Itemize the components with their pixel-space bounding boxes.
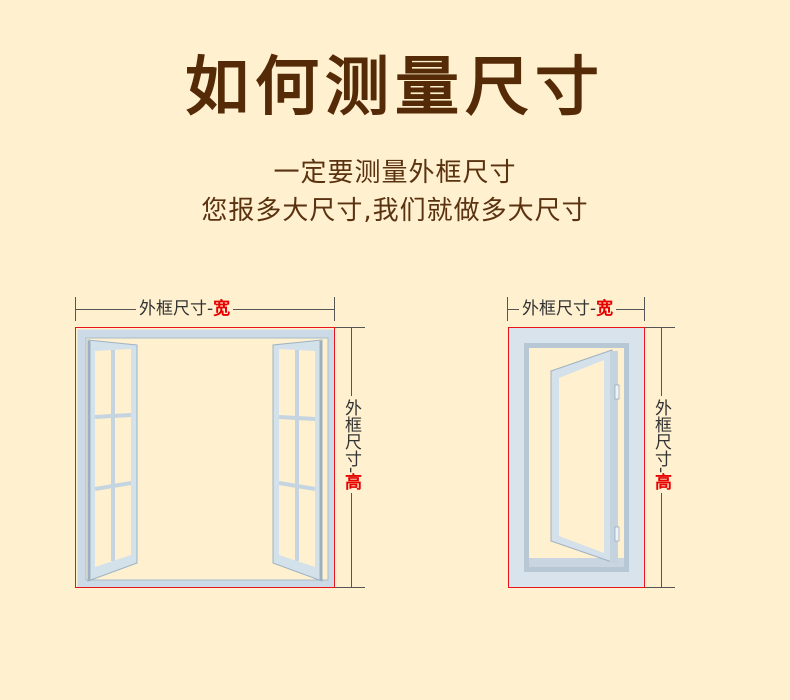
height-dim-label: 外框尺寸-高 <box>651 396 671 494</box>
outer-frame-outline <box>508 327 645 588</box>
width-dim-label: 外框尺寸-宽 <box>519 299 617 319</box>
outer-frame-outline <box>75 327 335 588</box>
double-casement-window-icon <box>77 329 335 588</box>
height-dim-tick-top <box>644 327 675 328</box>
height-dim-tick-bottom <box>334 587 365 588</box>
subtitle-line-2: 您报多大尺寸,我们就做多大尺寸 <box>201 196 589 226</box>
subtitle-line-1: 一定要测量外框尺寸 <box>273 158 517 188</box>
height-dim-tick-bottom <box>644 587 675 588</box>
width-dim-label: 外框尺寸-宽 <box>136 299 234 319</box>
height-dim-tick-top <box>334 327 365 328</box>
single-casement-window-icon <box>509 328 644 587</box>
page-title: 如何测量尺寸 <box>185 51 605 125</box>
height-dim-label: 外框尺寸-高 <box>341 396 361 494</box>
